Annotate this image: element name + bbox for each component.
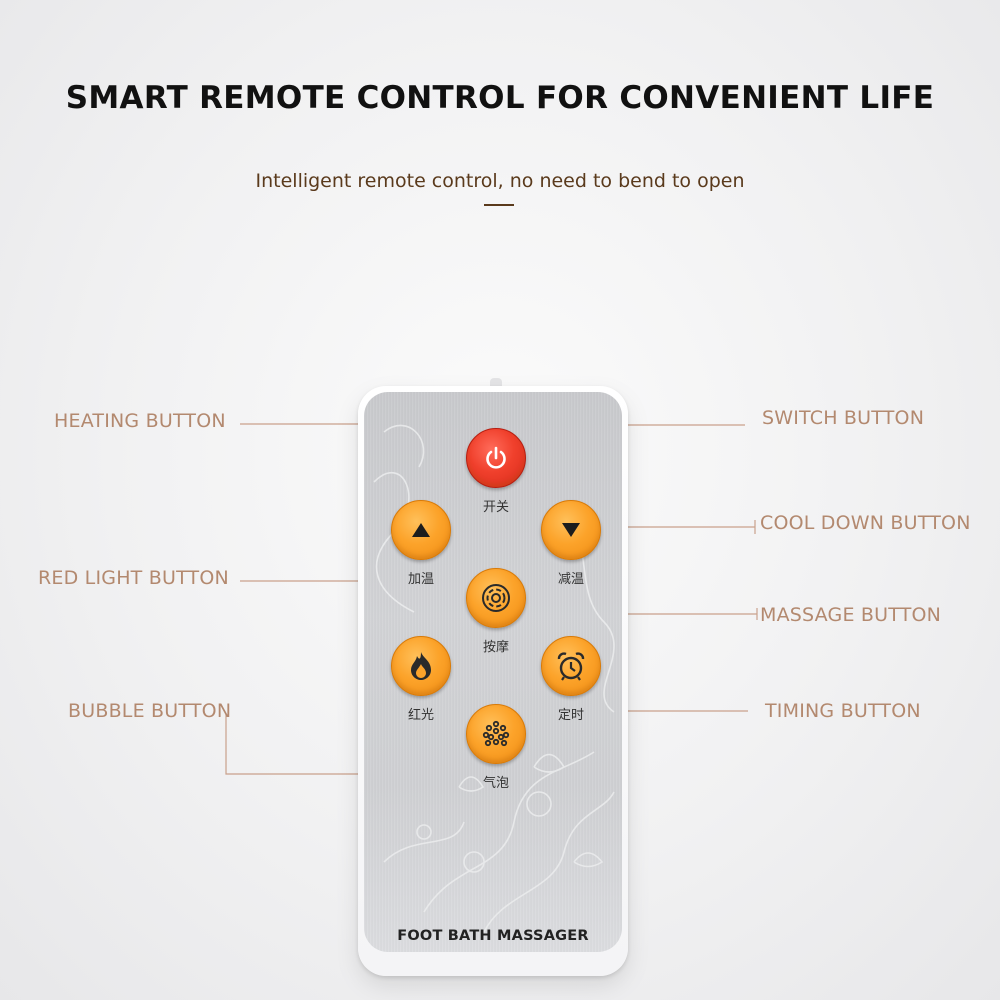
brand-text: FOOT BATH MASSAGER: [397, 928, 589, 944]
flame-icon: [411, 652, 431, 680]
timer-button-label: 定时: [557, 708, 584, 723]
timer-button[interactable]: [541, 636, 601, 696]
bubble-button-callout: BUBBLE BUTTON: [68, 700, 232, 722]
massage-button[interactable]: [466, 568, 526, 628]
power-icon: [486, 446, 506, 469]
floral-pattern: [373, 424, 615, 933]
red-light-button-callout: RED LIGHT BUTTON: [38, 567, 229, 589]
remote-control: FOOT BATH MASSAGER 开关 加温 减温 按摩: [358, 386, 628, 976]
timing-button-callout: TIMING BUTTON: [765, 700, 921, 722]
subtitle-divider: [484, 204, 514, 206]
ir-emitter: [490, 378, 502, 386]
triangle-down-icon: [562, 523, 580, 537]
heat-up-button-label: 加温: [407, 572, 434, 587]
power-button-label: 开关: [482, 500, 509, 515]
massage-icon: [482, 584, 510, 612]
cool-down-button-label: 减温: [557, 572, 584, 587]
page-subtitle: Intelligent remote control, no need to b…: [255, 170, 745, 192]
page-title: SMART REMOTE CONTROL FOR CONVENIENT LIFE: [65, 80, 935, 116]
switch-button-callout: SWITCH BUTTON: [762, 407, 925, 429]
heat-up-button[interactable]: [391, 500, 451, 560]
cool-down-button[interactable]: [541, 500, 601, 560]
triangle-up-icon: [412, 523, 430, 537]
cool-down-button-callout: COOL DOWN BUTTON: [760, 512, 971, 534]
massage-button-label: 按摩: [482, 640, 509, 655]
bubble-button[interactable]: [466, 704, 526, 764]
massage-button-callout: MASSAGE BUTTON: [760, 604, 942, 626]
red-light-button-label: 红光: [407, 708, 434, 723]
bubble-button-label: 气泡: [482, 776, 509, 791]
heating-button-callout: HEATING BUTTON: [54, 410, 226, 432]
red-light-button[interactable]: [391, 636, 451, 696]
alarm-clock-icon: [557, 652, 585, 681]
power-button[interactable]: [466, 428, 526, 488]
bubbles-icon: [482, 720, 510, 747]
